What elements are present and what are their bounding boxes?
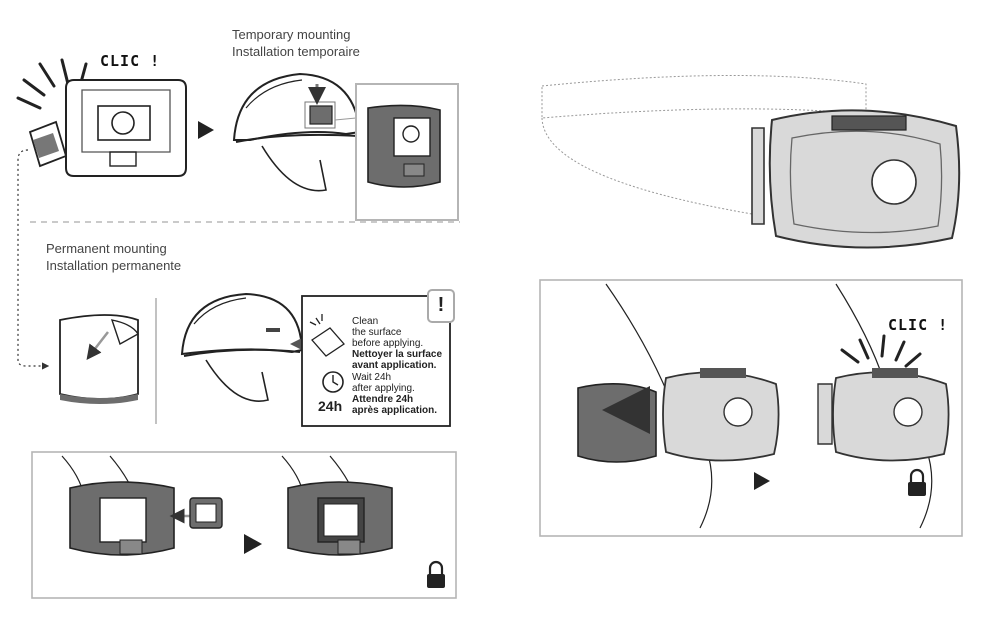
clean-line-1: Clean [352,316,379,327]
fr-clean-line-2: avant application. [352,360,437,371]
lock-icon [427,560,445,588]
headlamp-clic-label: CLIC ! [888,316,949,334]
adhesive-pad [59,314,139,404]
headlamp-sliding [662,368,780,462]
warning-mark: ! [437,294,445,316]
plate-right [577,383,657,463]
play-arrow-icon [198,121,214,139]
plate-closeup-temporary [367,104,441,188]
headband-strap [541,74,867,215]
headlamp-locked [817,368,950,462]
helmet-permanent [180,292,304,402]
fr-clean-line-1: Nettoyer la surface [352,349,443,360]
wait-line-2: after applying. [352,383,415,394]
permanent-label-en: Permanent mounting [46,241,167,256]
temporary-mounting-label: Temporary mounting Installation temporai… [232,26,360,60]
clic-burst-icon [16,58,88,110]
clean-line-2: the surface [352,327,402,338]
lock-icon [908,468,926,496]
cloth-icon [309,314,345,357]
fr-wait-line-1: Attendre 24h [352,394,414,405]
notice-wait: Wait 24h after applying. Attendre 24h ap… [352,372,448,416]
clean-line-3: before applying. [352,338,424,349]
pointer-triangle-icon [290,338,302,350]
plate-filled [287,481,393,556]
wait-line-1: Wait 24h [352,372,392,383]
play-arrow-icon [754,472,770,490]
plate-empty [69,481,175,556]
mounting-base-plate [65,79,187,177]
temporary-label-en: Temporary mounting [232,27,351,42]
clic-burst-icon [840,334,922,368]
permanent-label-fr: Installation permanente [46,258,182,273]
helmet-temporary [232,72,362,192]
permanent-mounting-label: Permanent mounting Installation permanen… [46,240,181,274]
play-arrow-icon [244,534,262,554]
notice-box [301,295,451,427]
clic-label: CLIC ! [100,52,161,70]
hours-label: 24h [318,398,343,414]
clock-icon [322,371,344,393]
temporary-label-fr: Installation temporaire [232,44,360,59]
warning-icon [427,289,455,323]
notice-clean: Clean the surface before applying. Netto… [352,316,448,371]
adhesive-insert [28,120,68,168]
fr-wait-line-2: après application. [352,405,438,416]
insert-piece [189,497,223,529]
headlamp [751,109,961,249]
